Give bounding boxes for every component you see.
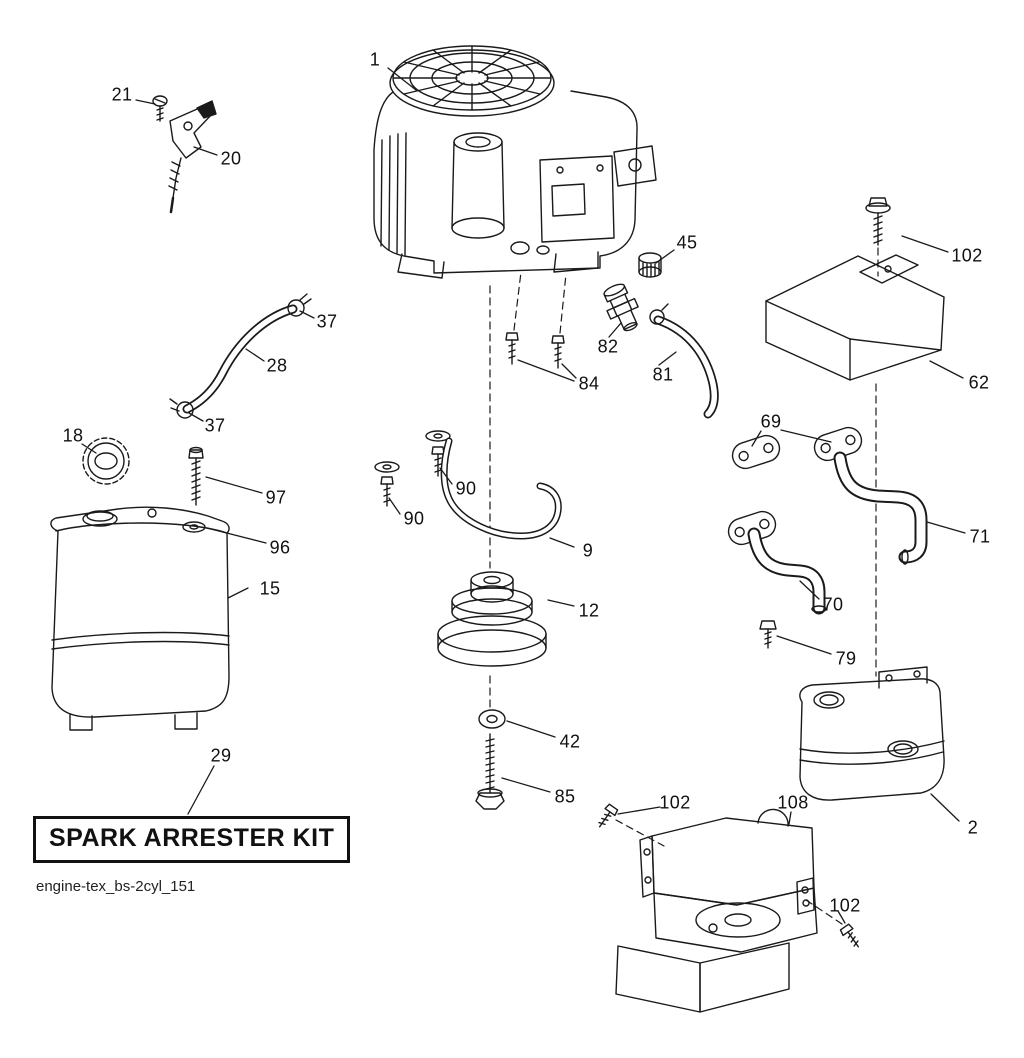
part-28-fuel-hose bbox=[182, 304, 298, 414]
callout-81: 81 bbox=[652, 364, 674, 385]
callout-102-bottom: 102 bbox=[829, 895, 861, 916]
spark-arrester-kit-label: SPARK ARRESTER KIT bbox=[49, 824, 335, 852]
spark-arrester-kit-box: SPARK ARRESTER KIT bbox=[33, 816, 351, 863]
callout-1: 1 bbox=[369, 49, 381, 70]
callout-29: 29 bbox=[210, 745, 232, 766]
part-102-screw-bottom bbox=[839, 923, 860, 948]
part-71-exhaust-pipe bbox=[833, 451, 928, 565]
callout-2: 2 bbox=[967, 817, 979, 838]
part-102-screw-mid bbox=[598, 803, 619, 828]
alignment-dashed-lines bbox=[489, 247, 879, 925]
part-15-fuel-tank bbox=[50, 506, 230, 731]
part-1-engine bbox=[373, 45, 657, 279]
callout-102-top-right: 102 bbox=[951, 245, 983, 266]
callout-85: 85 bbox=[554, 786, 576, 807]
callout-37-upper: 37 bbox=[316, 311, 338, 332]
part-97-screw bbox=[188, 446, 204, 506]
callout-102-middle: 102 bbox=[659, 792, 691, 813]
callout-62: 62 bbox=[968, 372, 990, 393]
part-79-bolt bbox=[759, 620, 777, 649]
callout-70: 70 bbox=[822, 594, 844, 615]
callout-96: 96 bbox=[269, 537, 291, 558]
part-62-heat-shield bbox=[765, 254, 945, 381]
callout-18: 18 bbox=[62, 425, 84, 446]
callout-37-lower: 37 bbox=[204, 415, 226, 436]
diagram-code: engine-tex_bs-2cyl_151 bbox=[36, 878, 196, 895]
part-84-bolts bbox=[505, 332, 565, 369]
part-12-pulley bbox=[437, 571, 547, 667]
part-85-bolt bbox=[475, 733, 505, 810]
part-9-engine-bracket bbox=[440, 437, 562, 540]
callout-42: 42 bbox=[559, 731, 581, 752]
part-37-clamp-upper bbox=[287, 293, 312, 317]
callout-97: 97 bbox=[265, 487, 287, 508]
callout-90-lower: 90 bbox=[403, 508, 425, 529]
callout-108: 108 bbox=[777, 792, 809, 813]
part-18-fuel-cap bbox=[82, 437, 130, 485]
callout-20: 20 bbox=[220, 148, 242, 169]
callout-79: 79 bbox=[835, 648, 857, 669]
part-42-washer bbox=[478, 709, 506, 729]
callout-69: 69 bbox=[760, 411, 782, 432]
callout-45: 45 bbox=[676, 232, 698, 253]
part-108-muffler-guard bbox=[615, 808, 818, 1013]
callout-28: 28 bbox=[266, 355, 288, 376]
part-102-screw-top bbox=[865, 197, 891, 246]
callout-15: 15 bbox=[259, 578, 281, 599]
part-2-muffler bbox=[799, 666, 945, 801]
part-45-elbow-fitting bbox=[638, 252, 662, 278]
leader-lines bbox=[81, 67, 966, 924]
part-20-throttle-control bbox=[168, 100, 217, 214]
callout-9: 9 bbox=[582, 540, 594, 561]
callout-71: 71 bbox=[969, 526, 991, 547]
part-70-exhaust-pipe bbox=[747, 527, 827, 615]
part-37-clamp-lower bbox=[169, 398, 194, 419]
callout-90-upper: 90 bbox=[455, 478, 477, 499]
callout-82: 82 bbox=[597, 336, 619, 357]
callout-12: 12 bbox=[578, 600, 600, 621]
part-81-fuel-hose bbox=[649, 303, 719, 419]
callout-84: 84 bbox=[578, 373, 600, 394]
part-21-screw bbox=[152, 95, 168, 122]
part-82-fuel-valve bbox=[603, 283, 639, 332]
callout-21: 21 bbox=[111, 84, 133, 105]
part-90-bolt-lower bbox=[374, 461, 400, 507]
part-90-bolt-upper bbox=[425, 430, 451, 477]
